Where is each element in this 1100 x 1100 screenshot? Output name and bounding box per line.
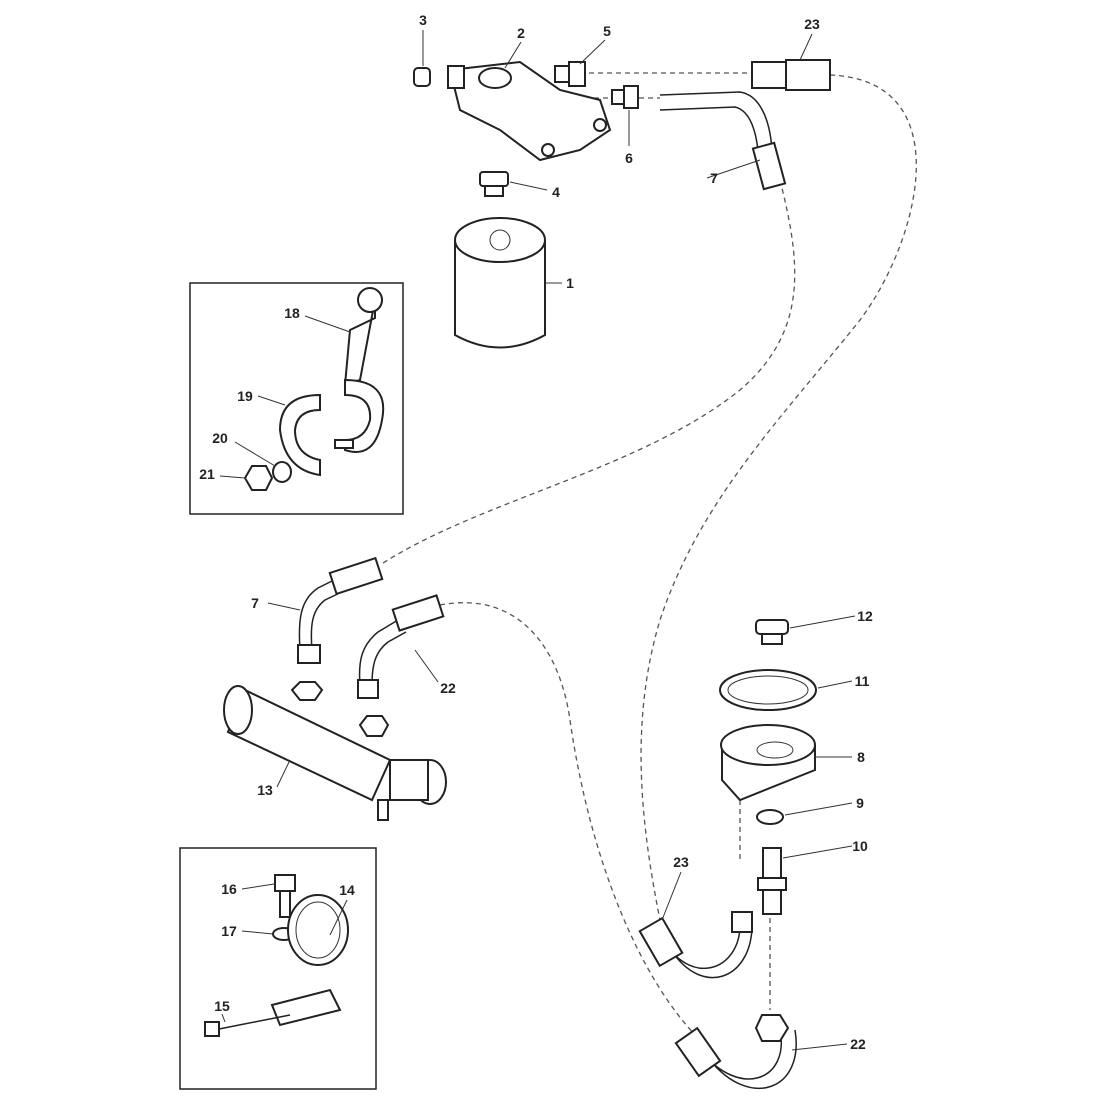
- fitting-6: [611, 85, 639, 109]
- hose-bottom-link: [739, 800, 771, 1010]
- inset-box-clamp: [179, 847, 377, 1090]
- callout-14: 14: [339, 882, 355, 898]
- hose-line-23: [640, 74, 917, 921]
- callout-3: 3: [419, 12, 427, 28]
- callout-7-top: 7: [710, 170, 718, 186]
- callout-16: 16: [221, 881, 237, 897]
- seal-ring-11: [719, 669, 817, 711]
- callout-12: 12: [857, 608, 873, 624]
- washer-20: [272, 461, 292, 483]
- hose-end-23-top: [751, 59, 831, 91]
- callout-17: 17: [221, 923, 237, 939]
- connector-10: [757, 847, 787, 915]
- callout-7-bottom: 7: [251, 595, 259, 611]
- pipe-7-sleeve-bottom: [328, 556, 384, 596]
- bolt-15: [204, 1014, 291, 1037]
- nut-21: [243, 465, 274, 491]
- hose-23-sleeve: [638, 916, 684, 968]
- callout-10: 10: [852, 838, 868, 854]
- callout-4: 4: [552, 184, 560, 200]
- stud: [334, 439, 354, 449]
- callout-21: 21: [199, 466, 215, 482]
- callout-13: 13: [257, 782, 273, 798]
- o-ring-9: [756, 809, 784, 825]
- callout-18: 18: [284, 305, 300, 321]
- callout-23-top: 23: [804, 16, 820, 32]
- hose-23-nut: [731, 911, 753, 933]
- callout-8: 8: [857, 749, 865, 765]
- hose-22-nut: [754, 1014, 790, 1042]
- filter-head: [447, 60, 612, 162]
- leader-lines: [219, 30, 856, 1051]
- pipe-7-nut: [297, 644, 321, 664]
- inset-box-bracket: [189, 282, 404, 515]
- pipe-22-nut: [357, 679, 379, 699]
- hose-line-7: [379, 179, 796, 566]
- clamp-14: [270, 894, 349, 1027]
- plug-12: [755, 619, 789, 645]
- pipe-7-top: [659, 91, 773, 151]
- bolt-16: [274, 874, 296, 918]
- pipe-7-bottom: [298, 577, 347, 651]
- pipe-7-sleeve: [751, 141, 787, 191]
- callout-1: 1: [566, 275, 574, 291]
- plug: [413, 67, 431, 87]
- callout-2: 2: [517, 25, 525, 41]
- callout-22-top: 22: [440, 680, 456, 696]
- pipe-22-sleeve: [391, 594, 445, 632]
- clamp-19: [278, 393, 321, 477]
- callout-5: 5: [603, 23, 611, 39]
- fitting-5: [554, 61, 586, 87]
- callout-11: 11: [855, 673, 870, 689]
- fuel-cooler: [223, 681, 447, 821]
- fuel-filter: [454, 217, 546, 349]
- bracket-18: [343, 287, 385, 453]
- callout-19: 19: [237, 388, 253, 404]
- hose-line-22: [439, 602, 701, 1041]
- callout-15: 15: [214, 998, 230, 1014]
- callout-6: 6: [625, 150, 633, 166]
- callout-20: 20: [212, 430, 228, 446]
- callout-22-bottom: 22: [850, 1036, 866, 1052]
- hose-22-sleeve: [674, 1026, 722, 1078]
- callout-23-bottom: 23: [673, 854, 689, 870]
- callout-9: 9: [856, 795, 864, 811]
- nipple-4: [479, 171, 509, 197]
- adapter-8: [720, 724, 816, 802]
